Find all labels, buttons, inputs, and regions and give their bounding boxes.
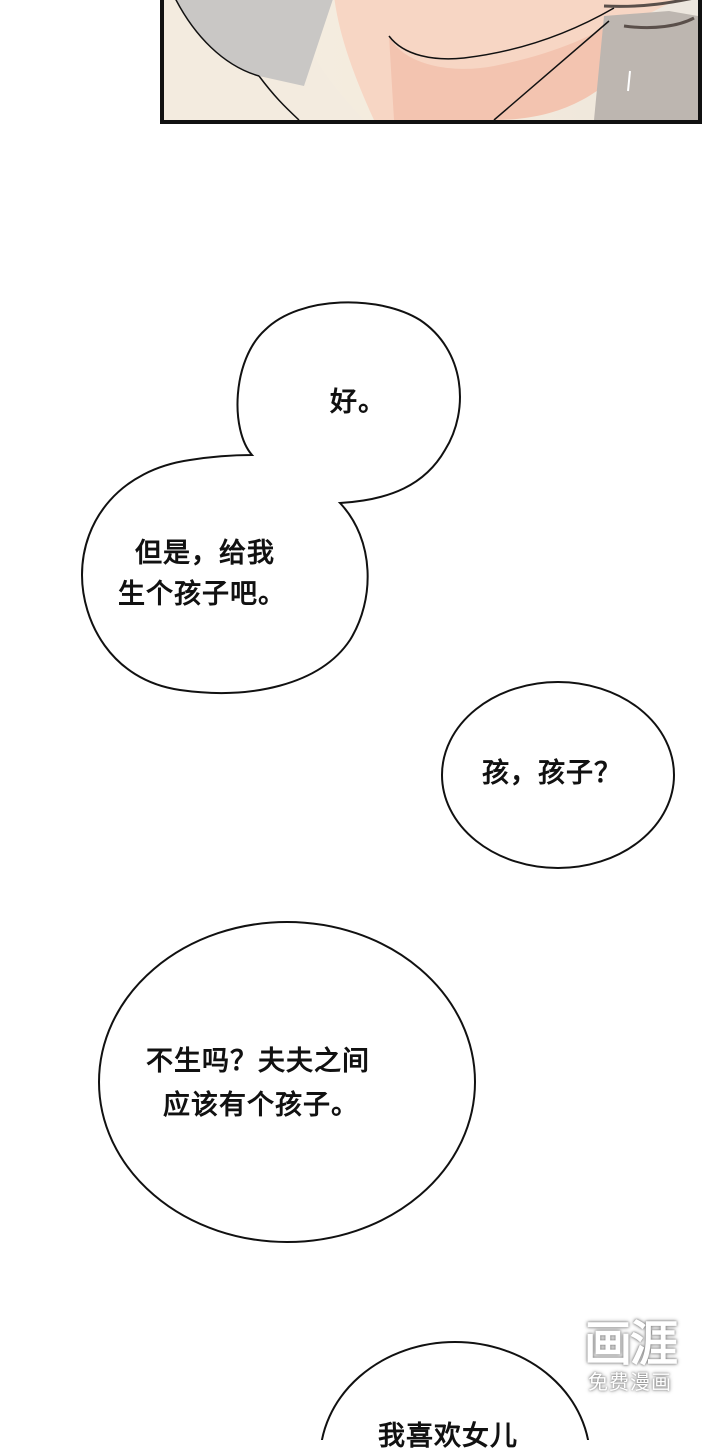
watermark-subtitle: 免费漫画 [588, 1370, 672, 1394]
watermark-logo: 画涯 [583, 1316, 678, 1372]
bubble-2-line-2: 生个孩子吧。 [118, 579, 286, 610]
bubble-2-line-1: 但是，给我 [135, 538, 275, 569]
speech-bubble-combined [80, 301, 461, 694]
bubble-5-text: 我喜欢女儿 [378, 1421, 518, 1452]
bubble-4-line-1: 不生吗？夫夫之间 [146, 1046, 370, 1077]
comic-art-panel [160, 0, 702, 124]
speech-bubble-5 [320, 1341, 590, 1440]
art-illustration [164, 0, 698, 120]
speech-bubble-3 [441, 681, 675, 869]
bubble-1-text: 好。 [330, 387, 386, 418]
bubble-3-text: 孩，孩子？ [482, 758, 622, 789]
bubble-4-line-2: 应该有个孩子。 [163, 1090, 359, 1121]
speech-bubble-4 [98, 921, 476, 1243]
watermark: 画涯 免费漫画 [565, 1318, 695, 1394]
